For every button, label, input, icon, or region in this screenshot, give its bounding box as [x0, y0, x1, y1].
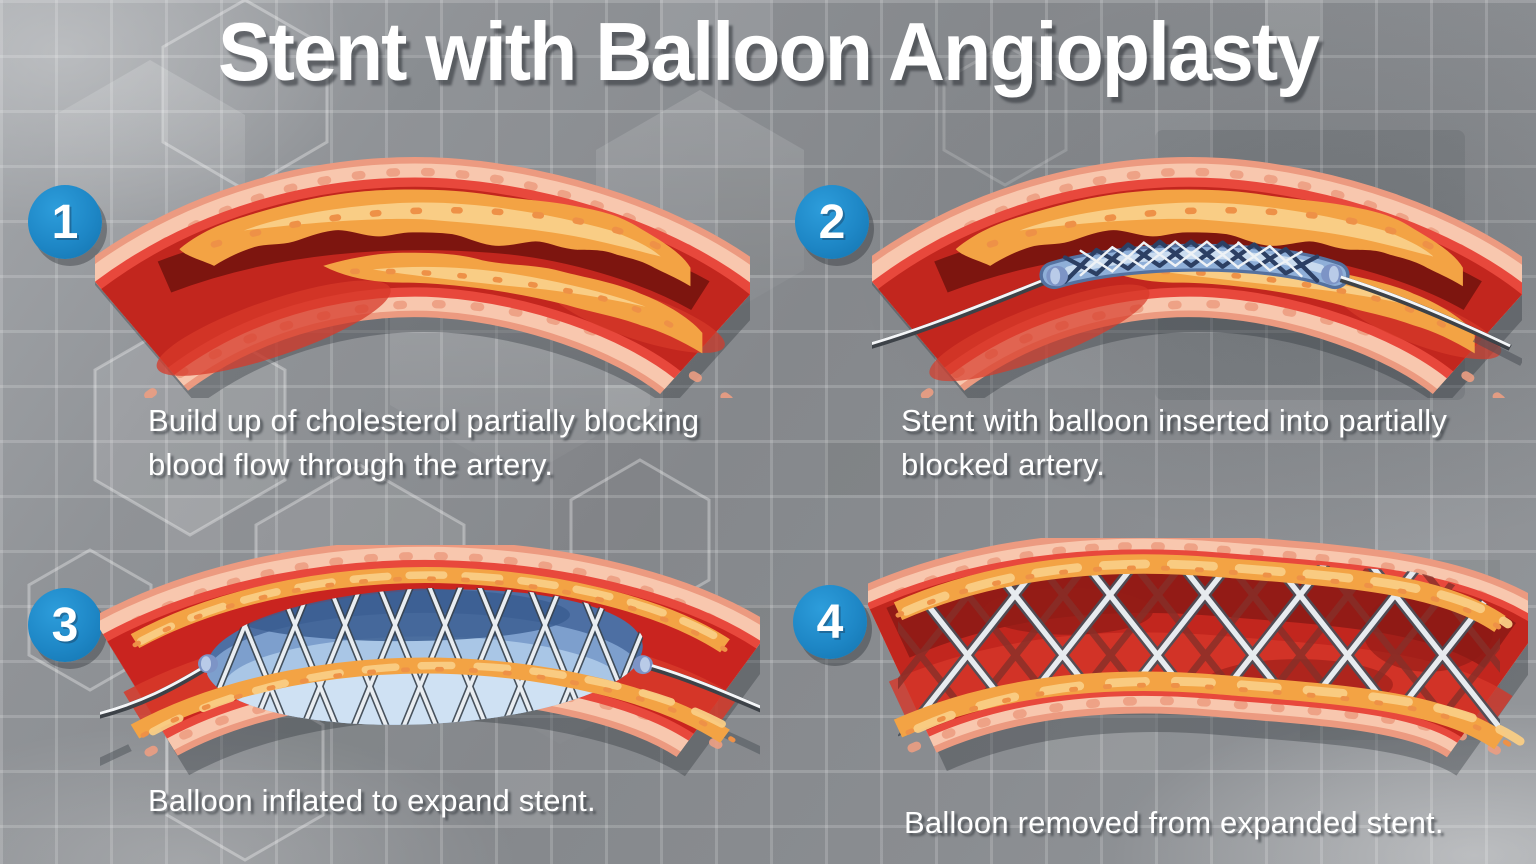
artery-illustration-step-3-balloon-inflated — [100, 545, 760, 778]
step-2-badge: 2 — [795, 185, 869, 259]
step-3-number: 3 — [51, 598, 79, 652]
step-1-caption: Build up of cholesterol partially blocki… — [148, 403, 700, 483]
artery-illustration-step-2-stent-balloon-inserted — [872, 157, 1522, 398]
step-4-number: 4 — [816, 595, 844, 649]
step-4-caption: Balloon removed from expanded stent. — [904, 805, 1444, 840]
step-2-caption: Stent with balloon inserted into partial… — [901, 403, 1448, 483]
step-1-number: 1 — [51, 195, 79, 249]
step-3-badge: 3 — [28, 588, 102, 662]
step-2-number: 2 — [818, 195, 846, 249]
page-title: Stent with Balloon Angioplasty — [217, 5, 1320, 98]
artery-illustration-step-4-expanded-stent — [868, 538, 1528, 778]
step-3-caption: Balloon inflated to expand stent. — [148, 783, 596, 818]
artery-illustration-step-1-cholesterol-buildup — [95, 157, 750, 398]
step-1-badge: 1 — [28, 185, 102, 259]
step-4-badge: 4 — [793, 585, 867, 659]
